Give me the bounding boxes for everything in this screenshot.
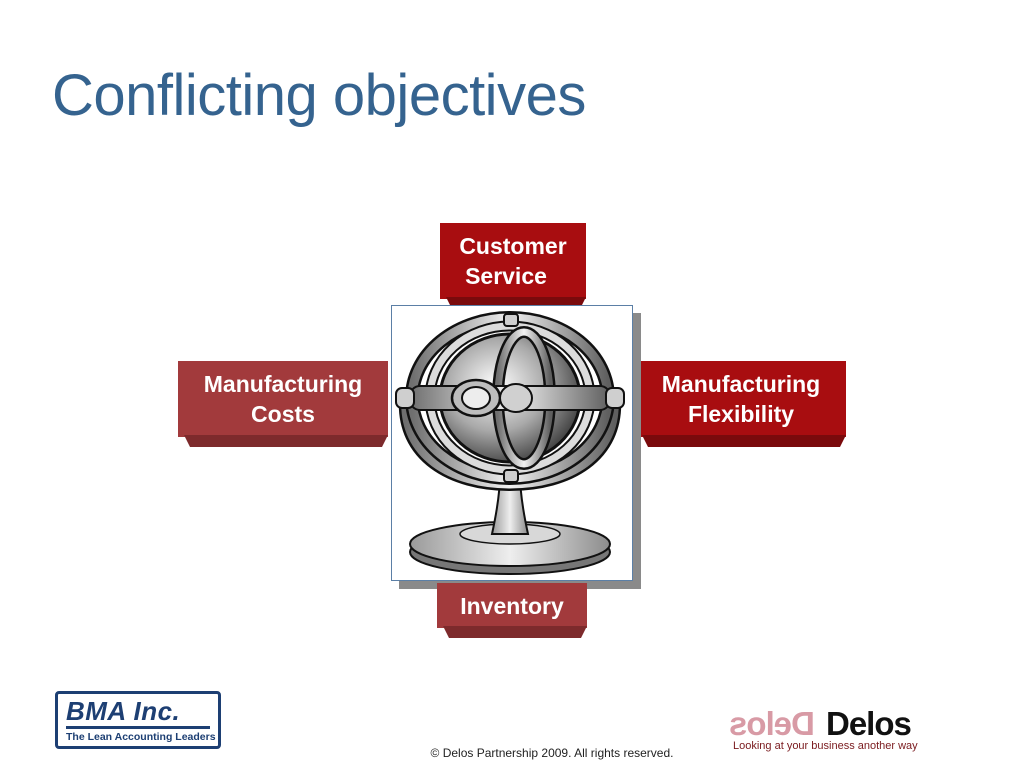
manufacturing-costs-line1: Manufacturing bbox=[203, 371, 363, 397]
delos-logo-mirror: Delos bbox=[730, 705, 815, 742]
bma-logo: BMA Inc. The Lean Accounting Leaders bbox=[55, 691, 221, 749]
delos-logo-tagline: Looking at your business another way bbox=[733, 740, 918, 752]
customer-service-line1: Customer bbox=[459, 233, 567, 259]
manufacturing-flexibility-box: Manufacturing Flexibility bbox=[636, 361, 846, 447]
delos-logo: Delos Delos Looking at your business ano… bbox=[730, 703, 930, 755]
inventory-box: Inventory bbox=[437, 583, 587, 638]
inventory-label: Inventory bbox=[460, 592, 564, 619]
manufacturing-costs-line2: Costs bbox=[251, 401, 315, 427]
box-shadow bbox=[443, 626, 587, 638]
gyroscope-icon bbox=[395, 311, 625, 575]
box-shadow bbox=[642, 435, 846, 447]
box-shadow bbox=[184, 435, 388, 447]
copyright-footer: © Delos Partnership 2009. All rights res… bbox=[430, 746, 674, 760]
bma-logo-name: BMA Inc. bbox=[66, 696, 181, 726]
bma-logo-tagline: The Lean Accounting Leaders bbox=[66, 731, 216, 743]
manufacturing-costs-box: Manufacturing Costs bbox=[178, 361, 388, 447]
illustration-frame bbox=[391, 305, 633, 581]
delos-logo-name: Delos bbox=[826, 705, 912, 742]
customer-service-line2: Service bbox=[465, 263, 547, 289]
manufacturing-flexibility-line1: Manufacturing bbox=[661, 371, 821, 397]
manufacturing-flexibility-line2: Flexibility bbox=[687, 401, 795, 427]
slide-title: Conflicting objectives bbox=[52, 63, 586, 128]
bma-logo-divider bbox=[66, 726, 210, 729]
customer-service-box: Customer Service bbox=[440, 223, 586, 309]
